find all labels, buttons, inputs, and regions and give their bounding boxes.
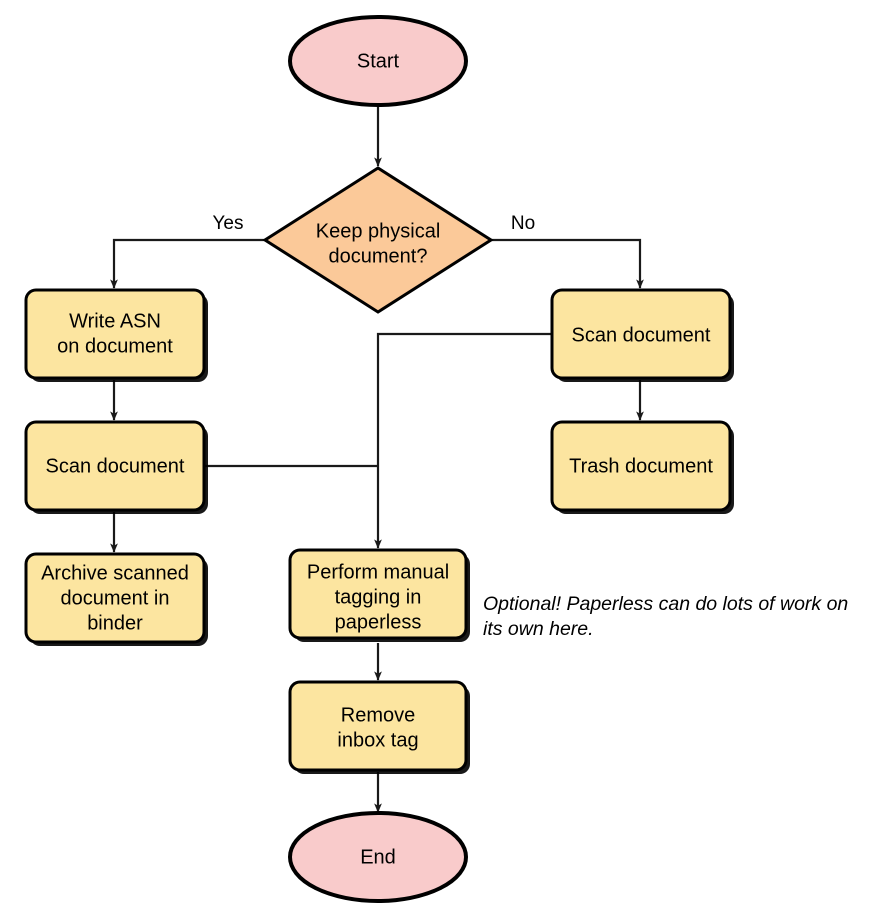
scan-document-right-box xyxy=(550,288,732,380)
edge-label-no: No xyxy=(511,213,535,234)
remove-inbox-tag-label-line1: Remove xyxy=(341,704,415,726)
scan-document-left-label: Scan document xyxy=(46,455,185,477)
remove-inbox-tag-label-line2: inbox tag xyxy=(337,729,418,751)
write-asn-label-line2: on document xyxy=(57,335,173,357)
end-label: End xyxy=(360,846,396,868)
node-end[interactable]: End xyxy=(288,811,468,903)
end-ellipse xyxy=(288,811,468,903)
start-ellipse xyxy=(288,15,468,107)
node-write-asn-on-document[interactable]: Write ASN on document xyxy=(24,288,208,382)
node-archive-scanned-document-in-binder[interactable]: Archive scanned document in binder xyxy=(24,552,208,646)
annotation-optional-paperless: Optional! Paperless can do lots of work … xyxy=(483,593,848,640)
tagging-label-line1: Perform manual xyxy=(307,561,449,583)
edges-layer xyxy=(110,103,644,813)
node-scan-document-right[interactable]: Scan document xyxy=(550,288,734,382)
scan-document-right-label: Scan document xyxy=(572,324,711,346)
node-scan-document-left[interactable]: Scan document xyxy=(24,420,208,514)
node-remove-inbox-tag[interactable]: Remove inbox tag xyxy=(288,680,470,774)
node-keep-physical-document[interactable]: Keep physical document? xyxy=(262,166,494,314)
node-perform-manual-tagging-in-paperless[interactable]: Perform manual tagging in paperless xyxy=(288,548,470,642)
remove-inbox-tag-box xyxy=(288,680,468,772)
write-asn-box xyxy=(24,288,206,380)
node-start[interactable]: Start xyxy=(288,15,468,107)
scan-document-left-box xyxy=(24,420,206,512)
node-trash-document[interactable]: Trash document xyxy=(550,420,734,514)
decision-label-line2: document? xyxy=(329,245,428,267)
edge-decision-to-scan-right xyxy=(491,238,644,289)
decision-label-line1: Keep physical xyxy=(316,220,441,242)
archive-box xyxy=(24,552,206,644)
edge-decision-to-write-asn xyxy=(110,238,265,289)
archive-label-line3: binder xyxy=(87,612,143,634)
archive-label-line2: document in xyxy=(61,587,170,609)
write-asn-label-line1: Write ASN xyxy=(69,310,161,332)
tagging-label-line2: tagging in xyxy=(335,586,422,608)
tagging-label-line3: paperless xyxy=(335,611,422,633)
edge-scan-right-to-tagging xyxy=(374,332,552,549)
annotation-line2: its own here. xyxy=(483,618,594,640)
annotation-line1: Optional! Paperless can do lots of work … xyxy=(483,593,848,615)
decision-diamond xyxy=(262,166,494,314)
tagging-box xyxy=(288,548,468,640)
edge-label-yes: Yes xyxy=(213,213,244,234)
trash-document-label: Trash document xyxy=(569,455,713,477)
start-label: Start xyxy=(357,50,400,72)
trash-document-box xyxy=(550,420,732,512)
archive-label-line1: Archive scanned xyxy=(41,562,189,584)
edge-labels-layer: Yes No xyxy=(213,213,536,234)
